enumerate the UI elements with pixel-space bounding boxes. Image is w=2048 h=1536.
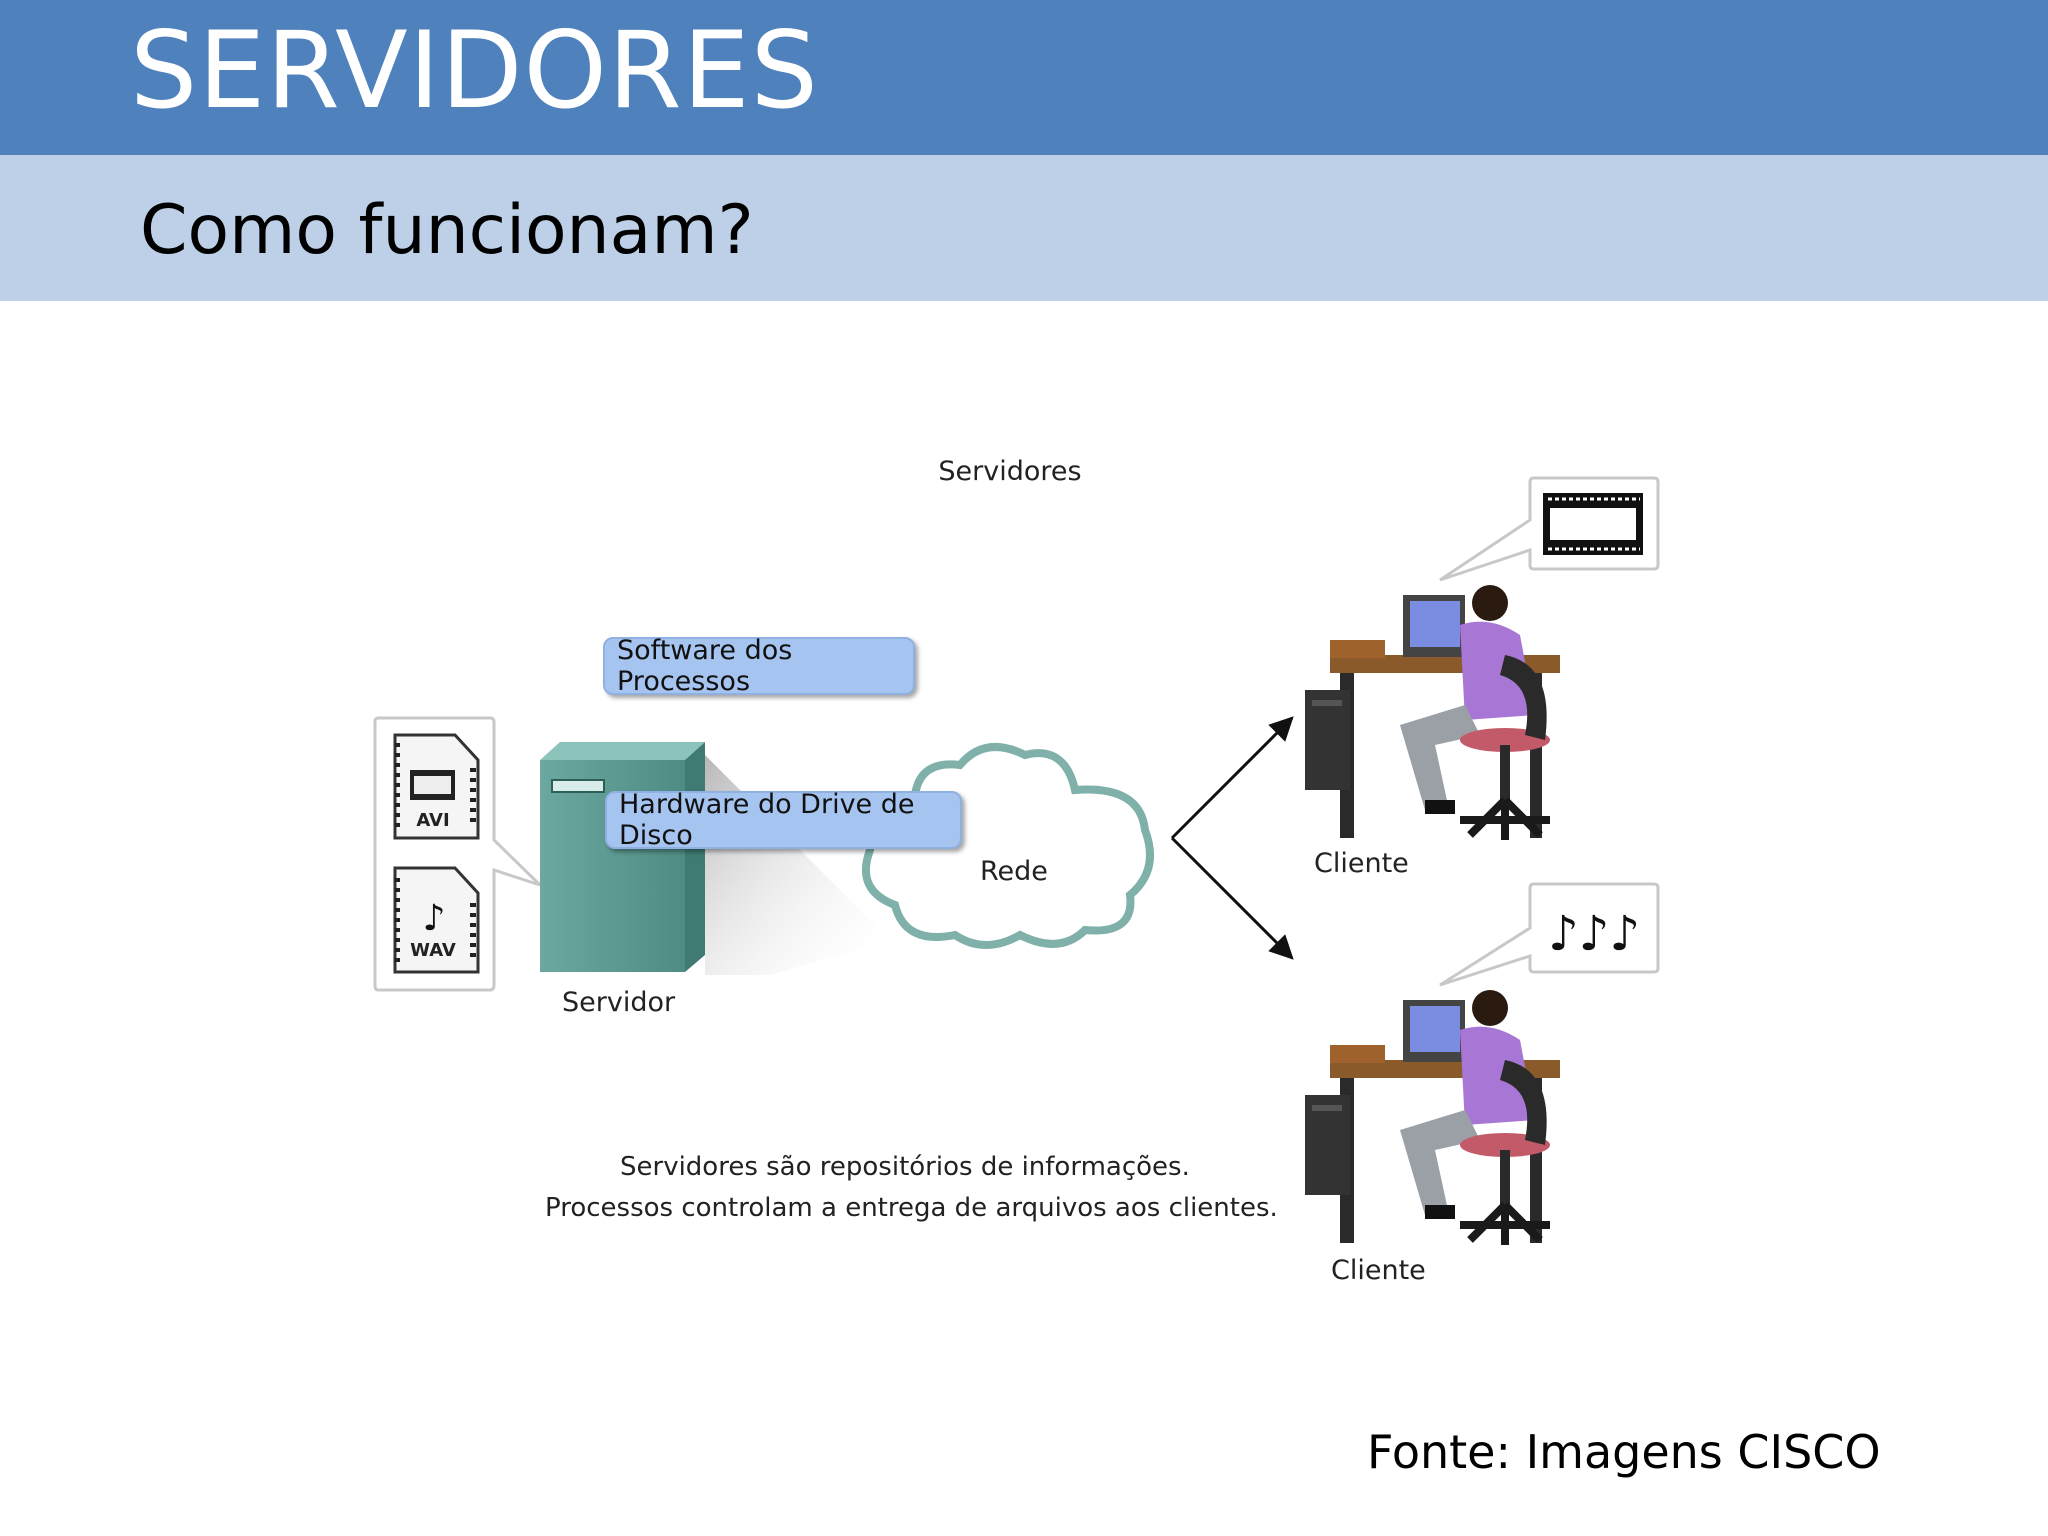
software-label-box: Software dos Processos bbox=[603, 635, 915, 697]
network-label: Rede bbox=[980, 856, 1048, 887]
music-speech-bubble: ♪♪♪ bbox=[1439, 882, 1660, 987]
film-strip-icon bbox=[1543, 493, 1643, 555]
client-bottom-label: Cliente bbox=[1331, 1255, 1426, 1286]
hardware-label-box: Hardware do Drive de Disco bbox=[605, 789, 962, 851]
source-credit: Fonte: Imagens CISCO bbox=[1367, 1425, 1881, 1479]
file-callout: AVI ♪ WAV bbox=[373, 716, 542, 992]
diagram-title: Servidores bbox=[938, 456, 1081, 487]
caption-line-2: Processos controlam a entrega de arquivo… bbox=[545, 1193, 1278, 1223]
caption-line-1: Servidores são repositórios de informaçõ… bbox=[620, 1152, 1190, 1182]
server-icon bbox=[540, 742, 705, 972]
server-label: Servidor bbox=[562, 987, 676, 1018]
network-arrows bbox=[1170, 716, 1294, 960]
avi-file-icon: AVI bbox=[393, 733, 480, 840]
subtitle-bar bbox=[0, 155, 2048, 301]
music-notes-icon: ♪♪♪ bbox=[1548, 906, 1640, 962]
client-bottom-workstation-icon bbox=[1305, 990, 1560, 1245]
client-top-workstation-icon bbox=[1305, 585, 1560, 840]
slide-subtitle: Como funcionam? bbox=[140, 191, 754, 270]
client-top-label: Cliente bbox=[1314, 848, 1409, 879]
wav-label: WAV bbox=[410, 940, 456, 961]
video-speech-bubble bbox=[1439, 476, 1660, 582]
wav-file-icon: ♪ WAV bbox=[393, 866, 480, 974]
title-bar bbox=[0, 0, 2048, 155]
music-note-icon: ♪ bbox=[423, 898, 446, 939]
slide-title: SERVIDORES bbox=[130, 9, 819, 132]
avi-label: AVI bbox=[416, 810, 449, 831]
